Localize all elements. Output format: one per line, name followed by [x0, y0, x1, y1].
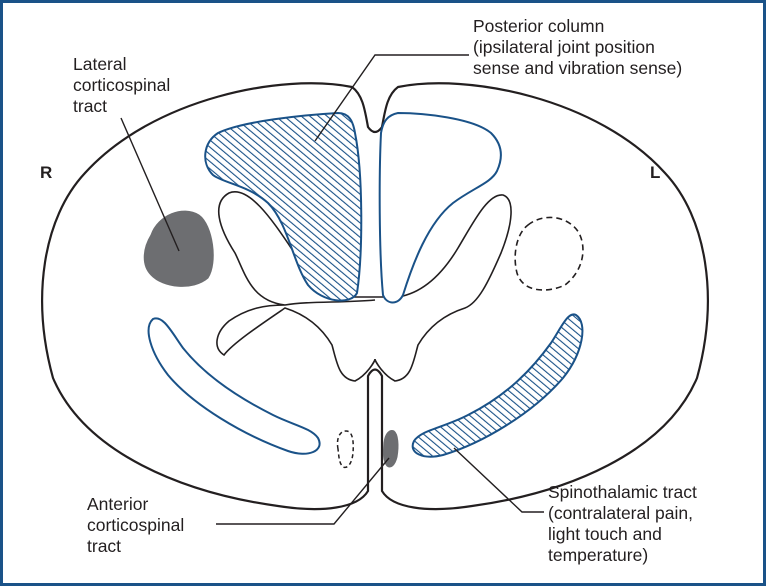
- label-line: tract: [73, 96, 170, 117]
- spinal-cord-outline: [42, 83, 708, 509]
- side-label-left: L: [650, 163, 660, 183]
- label-line: sense and vibration sense): [473, 58, 682, 79]
- label-line: corticospinal: [73, 75, 170, 96]
- label-spinothalamic: Spinothalamic tract (contralateral pain,…: [548, 482, 697, 566]
- label-line: Posterior column: [473, 16, 682, 37]
- label-line: (contralateral pain,: [548, 503, 697, 524]
- label-line: tract: [87, 536, 184, 557]
- label-line: Lateral: [73, 54, 170, 75]
- label-lateral-corticospinal: Lateral corticospinal tract: [73, 54, 170, 117]
- label-anterior-corticospinal: Anterior corticospinal tract: [87, 494, 184, 557]
- label-line: Spinothalamic tract: [548, 482, 697, 503]
- label-line: corticospinal: [87, 515, 184, 536]
- label-line: (ipsilateral joint position: [473, 37, 682, 58]
- label-line: Anterior: [87, 494, 184, 515]
- label-posterior-column: Posterior column (ipsilateral joint posi…: [473, 16, 682, 79]
- label-line: light touch and: [548, 524, 697, 545]
- label-line: temperature): [548, 545, 697, 566]
- side-label-right: R: [40, 163, 52, 183]
